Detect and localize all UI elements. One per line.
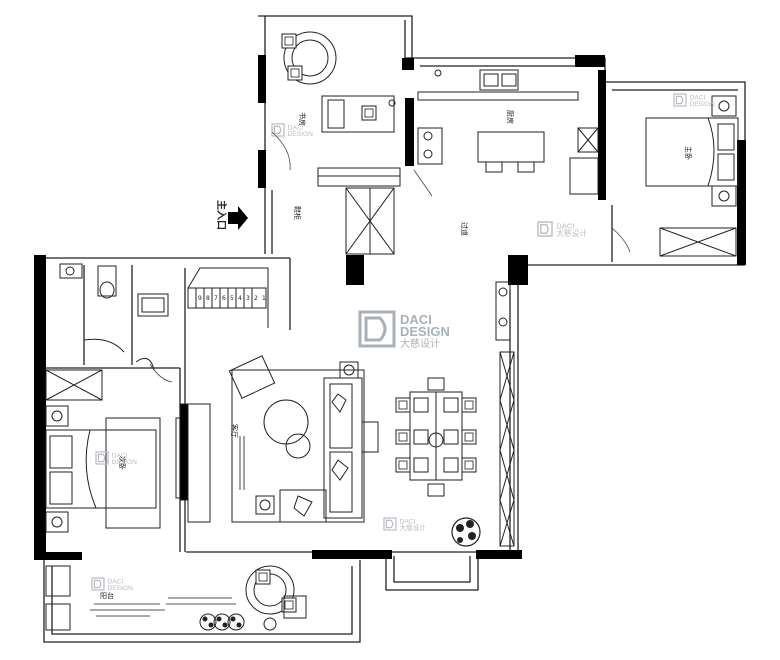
master-bedroom	[645, 95, 739, 257]
balcony-notes	[90, 597, 236, 617]
svg-text:1: 1	[262, 295, 266, 302]
watermark-logo: DACI DESIGN	[91, 577, 134, 592]
svg-text:大慈设计: 大慈设计	[400, 337, 440, 350]
svg-text:8: 8	[206, 295, 210, 302]
svg-text:DESIGN: DESIGN	[112, 459, 138, 466]
watermark-logo: DACI DESIGN	[271, 123, 314, 138]
watermark-logo: DACI DESIGN	[95, 451, 138, 466]
study-label: 书房	[298, 112, 307, 126]
svg-text:DACI: DACI	[112, 452, 128, 459]
right-cabinets	[495, 281, 515, 547]
kitchen	[417, 69, 599, 195]
living-room-label: 客厅	[230, 424, 239, 438]
watermark-logo-main: DACI DESIGN 大慈设计	[358, 310, 450, 350]
outline-walls	[43, 15, 746, 643]
svg-text:DACI: DACI	[400, 518, 416, 525]
watermark-logo: DACI 大慈设计	[383, 517, 427, 532]
corridor-label: 过道	[460, 222, 469, 236]
svg-text:3: 3	[246, 295, 250, 302]
annotation-lines	[239, 436, 245, 490]
dining-table	[395, 377, 477, 497]
svg-text:DACI: DACI	[288, 124, 304, 131]
balcony	[45, 565, 307, 631]
plant-icon	[451, 517, 481, 547]
plant-icon	[202, 616, 242, 628]
second-bedroom	[45, 369, 183, 533]
master-bedroom-label: 主卧	[684, 146, 693, 160]
entry-label: 主入口	[215, 200, 228, 230]
kitchen-label: 厨房	[506, 110, 515, 124]
door-swings	[149, 131, 631, 383]
svg-text:大慈设计: 大慈设计	[400, 523, 427, 532]
svg-text:DESIGN: DESIGN	[288, 131, 314, 138]
svg-text:DESIGN: DESIGN	[400, 324, 450, 339]
living-room-furniture	[179, 355, 379, 523]
shoe-cabinet	[345, 187, 395, 255]
entry-arrow-icon	[228, 206, 248, 230]
svg-text:5: 5	[230, 295, 234, 302]
stair-step-numbers: 9 8 7 6 5 4 3 2 1	[198, 295, 266, 302]
svg-text:DESIGN: DESIGN	[690, 101, 716, 108]
bathroom	[59, 263, 169, 371]
svg-text:DACI: DACI	[690, 94, 706, 101]
svg-text:7: 7	[214, 295, 218, 302]
study	[281, 31, 401, 187]
svg-text:DACI: DACI	[108, 578, 124, 585]
svg-text:4: 4	[238, 295, 242, 302]
stairs	[187, 267, 269, 328]
svg-text:DACI: DACI	[400, 312, 432, 327]
watermark-logo: DACI 大慈设计	[537, 221, 587, 238]
svg-text:6: 6	[222, 295, 226, 302]
svg-text:2: 2	[254, 295, 258, 302]
svg-text:DACI: DACI	[556, 221, 574, 230]
watermark-logo: DACI DESIGN	[673, 93, 716, 108]
svg-text:大慈设计: 大慈设计	[556, 228, 587, 238]
second-bedroom-label: 次卧	[118, 456, 127, 470]
svg-text:9: 9	[198, 295, 202, 302]
shoe-cabinet-label: 鞋柜	[293, 206, 302, 220]
svg-text:DESIGN: DESIGN	[108, 585, 134, 592]
structural-walls	[34, 55, 746, 560]
balcony-label: 阳台	[100, 591, 114, 600]
